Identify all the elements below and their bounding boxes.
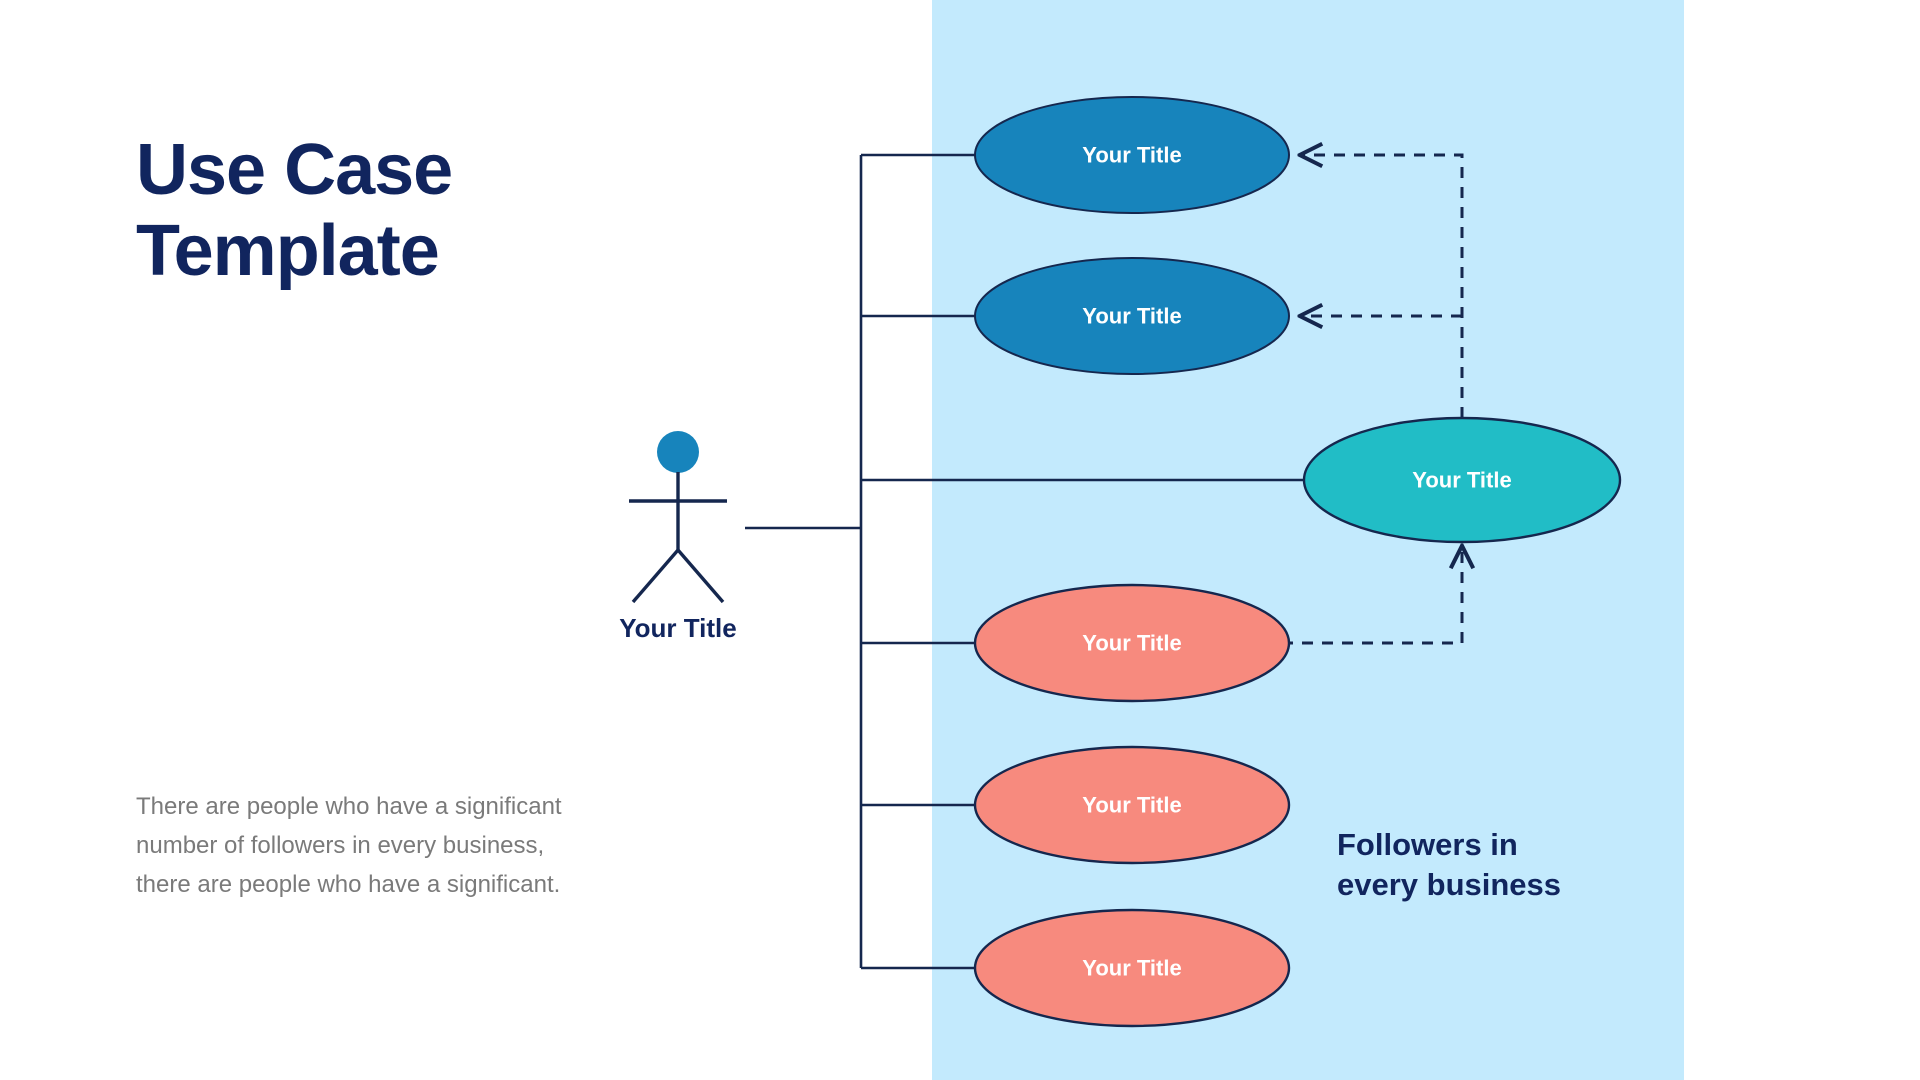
use-case-uc2[interactable]: Your Title (974, 257, 1290, 375)
use-case-ellipse (1302, 416, 1622, 544)
actor-leg-right-line (676, 548, 725, 604)
use-case-ellipse (973, 745, 1291, 865)
title-block: Use Case Template (136, 130, 776, 291)
actor-leg-left-line (631, 548, 680, 604)
actor-label: Your Title (619, 613, 737, 643)
use-case-ellipse (974, 257, 1290, 375)
use-case-label: Your Title (1082, 304, 1181, 329)
use-case-label: Your Title (1412, 468, 1511, 493)
body-paragraph: There are people who have a significant … (136, 793, 562, 899)
use-case-ellipse (973, 583, 1291, 703)
use-case-uc6[interactable]: Your Title (973, 908, 1291, 1028)
use-case-uc5[interactable]: Your Title (973, 745, 1291, 865)
dependency-connectors (1282, 155, 1464, 645)
dependency-uc4-to-uc3 (1282, 548, 1462, 645)
use-case-uc1[interactable]: Your Title (974, 96, 1290, 214)
use-case-label: Your Title (1082, 143, 1181, 168)
use-case-uc3[interactable]: Your Title (1302, 416, 1622, 544)
use-case-ellipse (974, 96, 1290, 214)
use-case-uc4[interactable]: Your Title (973, 583, 1291, 703)
use-case-label: Your Title (1082, 631, 1181, 656)
page-title: Use Case Template (136, 130, 453, 291)
use-case-label: Your Title (1082, 956, 1181, 981)
actor-head-icon (657, 431, 699, 473)
association-connectors (745, 153, 1310, 970)
use-case-label: Your Title (1082, 793, 1181, 818)
use-case-ellipse (973, 908, 1291, 1028)
dependency-uc3-to-uc1 (1302, 155, 1464, 418)
actor-figure[interactable]: Your Title (619, 431, 737, 643)
panel-caption: Followers in every business (1337, 827, 1562, 902)
